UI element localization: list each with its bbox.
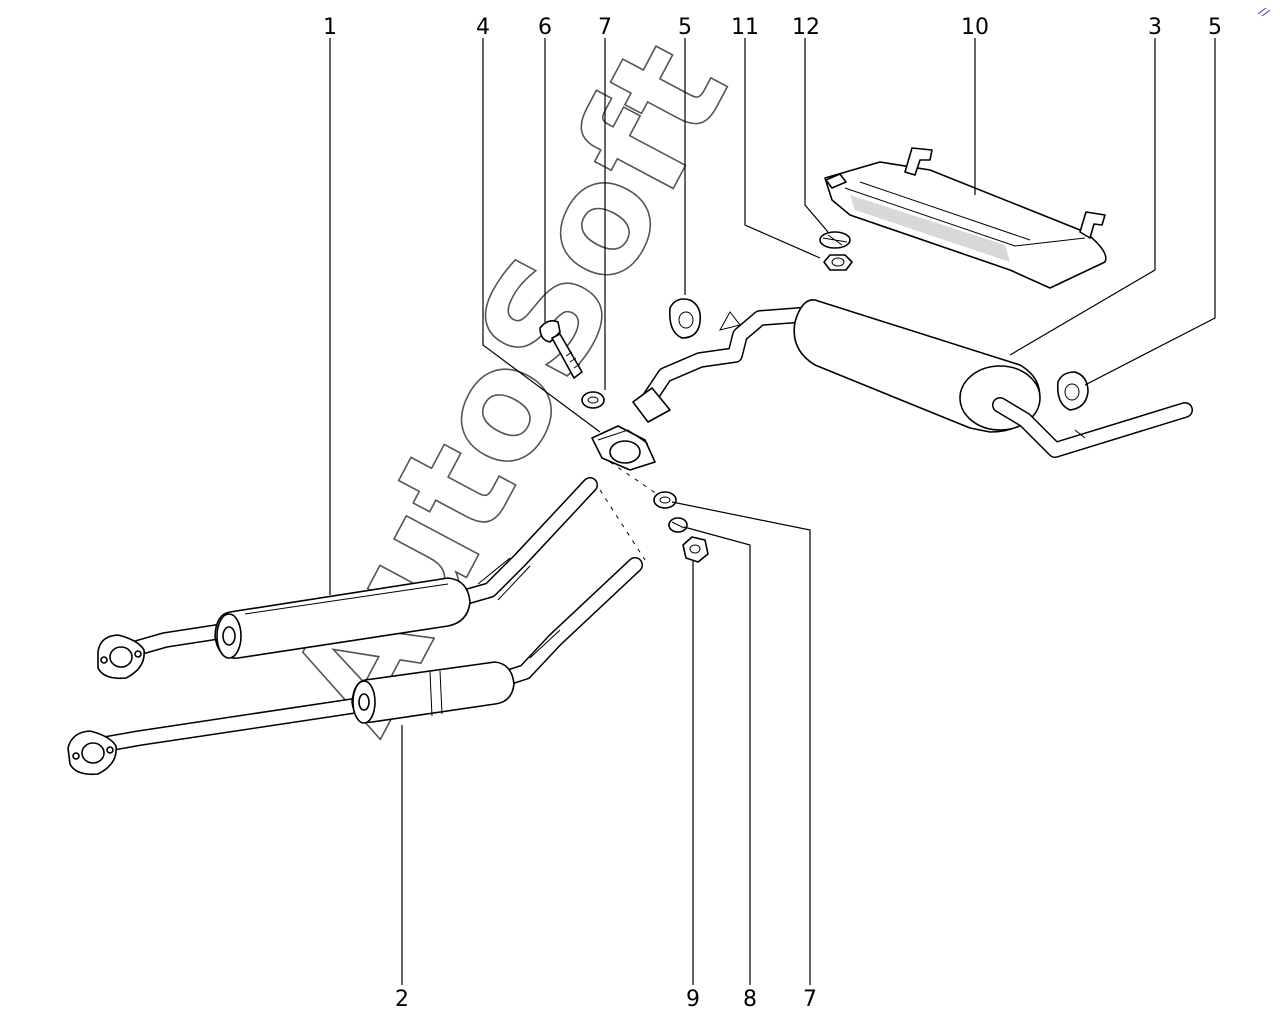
part-6-bolt <box>539 320 583 379</box>
callout-5-left: 5 <box>678 15 692 40</box>
part-8-spring-washer <box>668 517 688 533</box>
part-5-rubber-hanger-right <box>1056 371 1089 411</box>
callout-9: 9 <box>686 987 700 1012</box>
callout-10: 10 <box>961 15 989 40</box>
callout-5-right: 5 <box>1208 15 1222 40</box>
part-1-front-pipe-upper <box>97 477 598 680</box>
part-7-washer-upper <box>581 391 605 409</box>
leader-lines <box>329 38 1216 985</box>
part-3-rear-muffler <box>632 299 1193 458</box>
callout-4: 4 <box>476 15 490 40</box>
part-9-nut <box>682 536 709 563</box>
part-11-nut <box>823 254 853 271</box>
part-2-front-pipe-lower <box>67 557 643 776</box>
callout-2: 2 <box>395 987 409 1012</box>
callout-7-bottom: 7 <box>803 987 817 1012</box>
callout-3: 3 <box>1148 15 1162 40</box>
callout-11: 11 <box>731 15 759 40</box>
callout-numbers-bottom: 2 9 8 7 <box>395 987 817 1012</box>
part-7-washer-lower <box>653 491 677 509</box>
part-12-lock-washer <box>819 231 851 249</box>
callout-7-top: 7 <box>598 15 612 40</box>
corner-mark <box>1257 7 1271 17</box>
callout-12: 12 <box>792 15 820 40</box>
callout-numbers-top: 1 4 6 7 5 11 12 10 3 5 <box>323 15 1222 40</box>
part-4-flange-clamp <box>591 425 656 471</box>
callout-8: 8 <box>743 987 757 1012</box>
callout-1: 1 <box>323 15 337 40</box>
callout-6: 6 <box>538 15 552 40</box>
watermark-autosoft: AutoSoft <box>258 17 762 757</box>
part-5-rubber-hanger-left <box>668 298 702 339</box>
part-10-heat-shield <box>824 147 1107 289</box>
